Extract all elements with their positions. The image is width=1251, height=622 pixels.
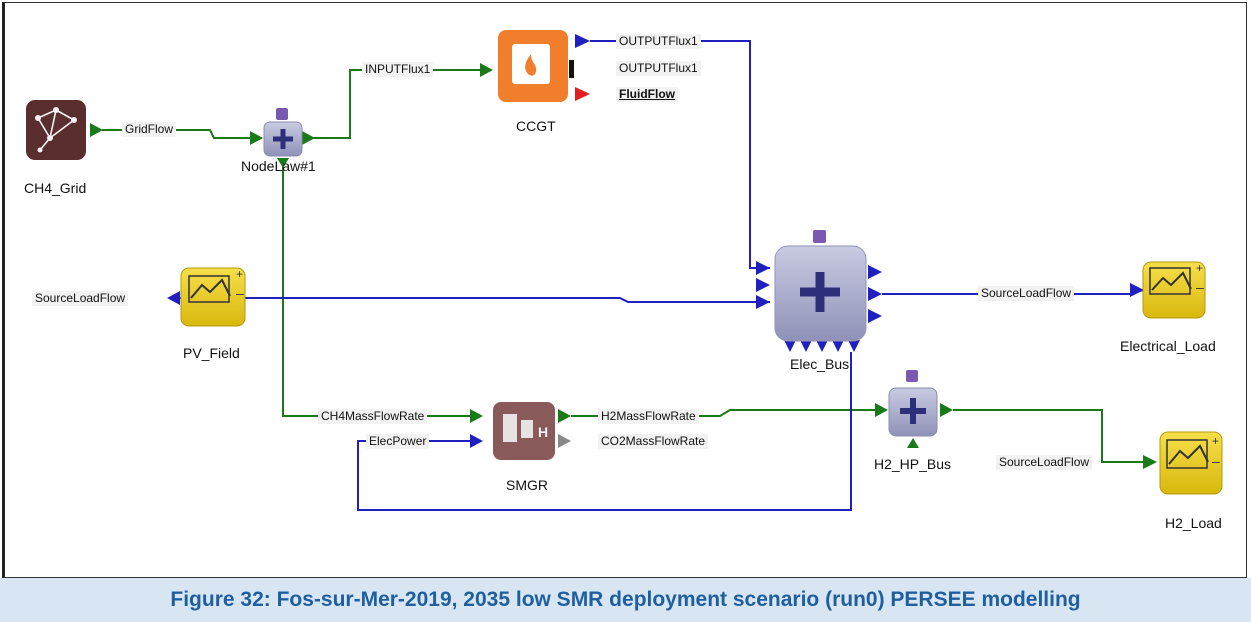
flame-icon — [525, 54, 537, 76]
port-label-fluidflow: FluidFlow — [616, 87, 678, 102]
svg-text:–: – — [1196, 279, 1204, 295]
link-pv-sourceloadflow[interactable] — [180, 297, 770, 303]
port-label-elecpower: ElecPower — [366, 434, 430, 449]
ccgt-block[interactable] — [498, 30, 568, 102]
link-inputflux1[interactable] — [313, 69, 480, 139]
network-icon — [37, 109, 75, 151]
h2-hp-bus-block[interactable] — [888, 370, 938, 437]
electrical-load-block[interactable]: + – — [1142, 261, 1206, 319]
link-h2-sourceloadflow[interactable] — [953, 409, 1150, 463]
component-name-ch4-grid: CH4_Grid — [24, 180, 87, 196]
component-name-h2-load: H2_Load — [1165, 515, 1222, 531]
svg-text:H: H — [538, 424, 548, 440]
svg-text:–: – — [1212, 453, 1220, 469]
nodelaw-block[interactable] — [263, 108, 303, 157]
h2-load-block[interactable]: + – — [1159, 431, 1223, 495]
port-label-ch4massflowrate: CH4MassFlowRate — [318, 409, 428, 424]
figure-caption: Figure 32: Fos-sur-Mer-2019, 2035 low SM… — [0, 578, 1251, 622]
component-name-smgr: SMGR — [506, 477, 548, 493]
component-name-ccgt: CCGT — [516, 118, 556, 134]
component-name-pv-field: PV_Field — [183, 345, 240, 361]
ch4-grid-block[interactable] — [26, 100, 86, 160]
port-label-pv-sourceloadflow: SourceLoadFlow — [32, 291, 129, 306]
component-name-h2-hp-bus: H2_HP_Bus — [874, 456, 952, 472]
component-name-nodelaw: NodeLaw#1 — [241, 158, 316, 174]
link-nodelaw-ch4massflowrate[interactable] — [282, 158, 470, 417]
component-name-electrical-load: Electrical_Load — [1120, 338, 1216, 354]
port-label-co2massflowrate: CO2MassFlowRate — [598, 434, 709, 449]
port-label-elec-sourceloadflow: SourceLoadFlow — [978, 286, 1075, 301]
svg-text:–: – — [236, 285, 244, 301]
diagram-frame — [2, 2, 1247, 578]
smgr-block[interactable]: H — [493, 402, 555, 460]
port-label-outputflux1-a: OUTPUTFlux1 — [616, 34, 701, 49]
port-label-inputflux1: INPUTFlux1 — [362, 62, 434, 77]
port-label-gridflow: GridFlow — [122, 122, 177, 137]
elec-bus-block[interactable] — [774, 230, 867, 342]
svg-text:+: + — [1196, 261, 1203, 275]
svg-text:+: + — [1212, 434, 1219, 448]
port-label-h2-sourceloadflow: SourceLoadFlow — [996, 455, 1093, 470]
svg-text:+: + — [236, 267, 243, 281]
link-elecpower[interactable] — [357, 352, 852, 511]
port-arrows — [90, 34, 1157, 469]
port-label-h2massflowrate: H2MassFlowRate — [598, 409, 699, 424]
pv-field-block[interactable]: + – — [180, 267, 246, 327]
component-name-elec-bus: Elec_Bus — [790, 356, 850, 372]
port-label-outputflux1-b: OUTPUTFlux1 — [616, 61, 701, 76]
